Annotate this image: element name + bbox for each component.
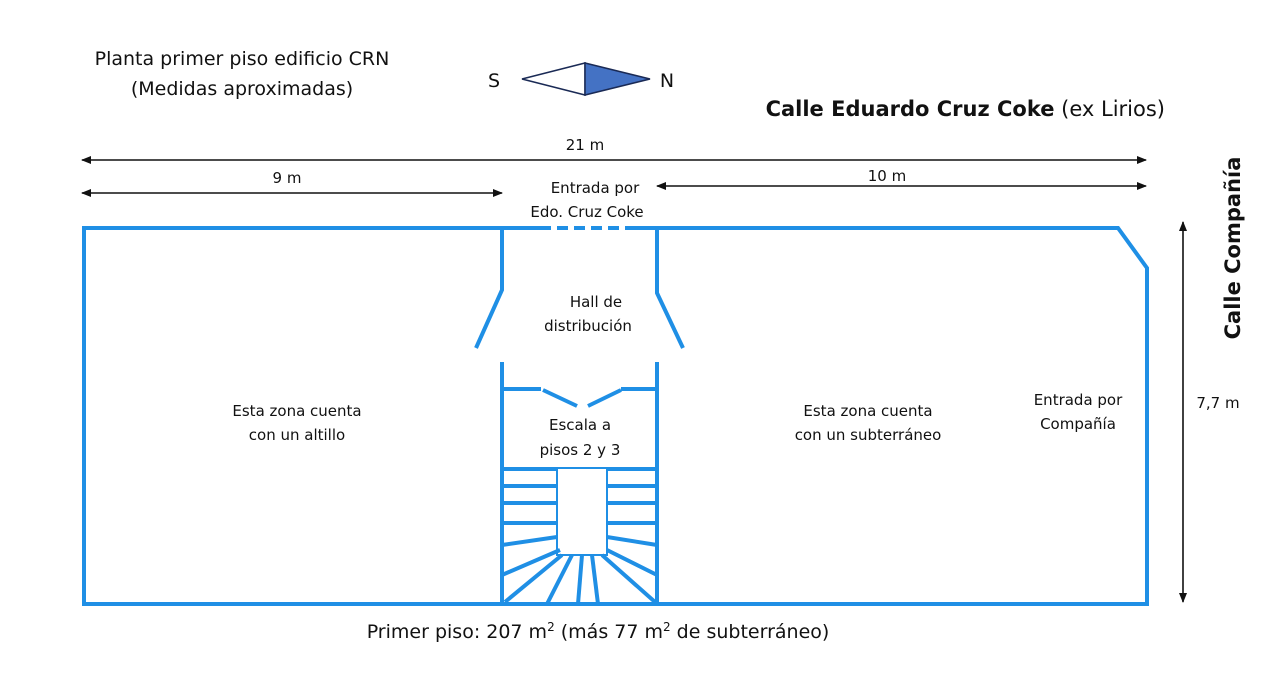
stairs-label-line2: pisos 2 y 3 (540, 441, 621, 459)
hall-label-line2: distribución (544, 317, 632, 335)
stair-door-leaf-left (542, 388, 578, 408)
plan-subtitle: (Medidas aproximadas) (131, 78, 353, 100)
entrance-right-label-line1: Entrada por (1034, 391, 1123, 409)
area-basement-suffix: de subterráneo) (671, 621, 830, 643)
stair-steps (501, 467, 658, 605)
outer-wall (82, 226, 1149, 606)
stair-step (606, 548, 658, 577)
entrance-right-label-line2: Compañía (1040, 415, 1116, 433)
compass-south-label: S (488, 70, 500, 92)
street-right-label: Calle Compañía (1221, 157, 1245, 340)
hall-right-wall (655, 228, 685, 349)
area-summary: Primer piso: 207 m2 (más 77 m2 de subter… (367, 620, 830, 643)
hall-left-wall (474, 228, 504, 349)
street-top-label: Calle Eduardo Cruz Coke (ex Lirios) (766, 97, 1165, 121)
plan-title: Planta primer piso edificio CRN (95, 48, 390, 70)
stair-door-leaf-right (587, 388, 622, 408)
compass-icon (521, 62, 651, 96)
dimension-total-width-label: 21 m (566, 136, 604, 154)
left-zone-label-line1: Esta zona cuenta (232, 402, 361, 420)
hall-label-line1: Hall de (570, 293, 622, 311)
street-top-name: Calle Eduardo Cruz Coke (766, 97, 1055, 121)
stair-step (576, 554, 584, 605)
outer-walls (82, 226, 1149, 606)
right-zone-label-line2: con un subterráneo (795, 426, 942, 444)
dimension-right-width-label: 10 m (868, 167, 906, 185)
street-top-former-name: (ex Lirios) (1054, 97, 1165, 121)
stair-step (501, 535, 558, 547)
stair-step (545, 554, 574, 605)
compass-north-half (584, 62, 651, 96)
entrance-top-label-line1: Entrada por (551, 179, 640, 197)
area-basement: (más 77 m (555, 621, 663, 643)
stair-step (503, 553, 564, 604)
compass-south-half (521, 62, 586, 96)
area-first-floor: Primer piso: 207 m (367, 621, 547, 643)
stairwell (500, 362, 659, 605)
compass-north-label: N (660, 70, 674, 92)
stair-step (501, 548, 561, 577)
stair-step (590, 554, 600, 605)
stair-step (600, 553, 657, 604)
entrance-top-label-line2: Edo. Cruz Coke (530, 203, 643, 221)
stairs-label-line1: Escala a (549, 416, 611, 434)
dimension-left-width-label: 9 m (273, 169, 302, 187)
right-zone-label-line1: Esta zona cuenta (803, 402, 932, 420)
hall-walls (474, 228, 685, 349)
area-unit-superscript: 2 (547, 620, 555, 634)
stair-core (556, 467, 608, 556)
left-zone-label-line2: con un altillo (249, 426, 345, 444)
dimension-depth-label: 7,7 m (1196, 394, 1239, 412)
area-unit-superscript: 2 (663, 620, 671, 634)
stair-step (606, 535, 658, 547)
